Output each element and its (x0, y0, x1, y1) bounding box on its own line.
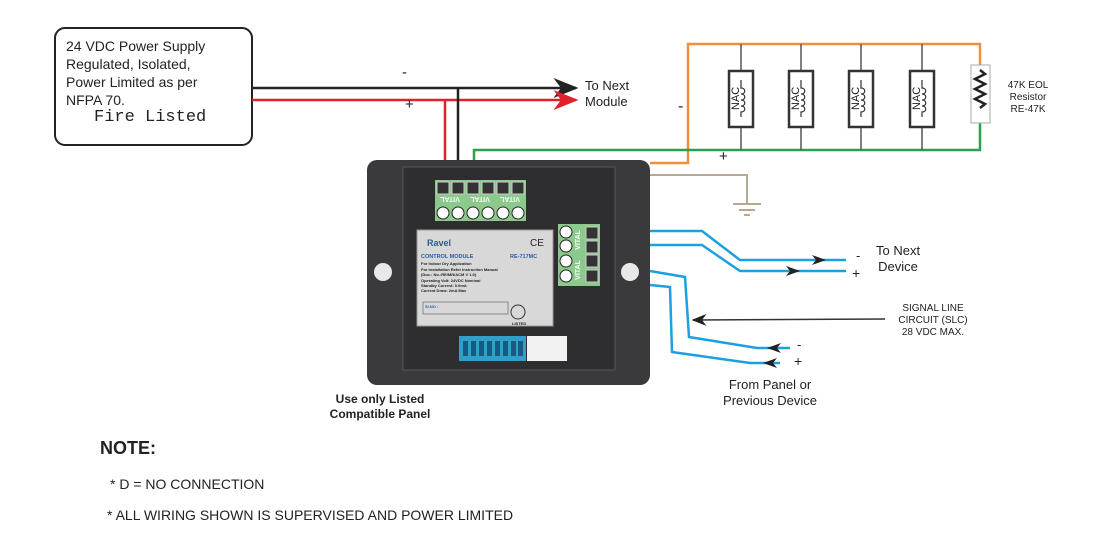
coil-icon (740, 80, 927, 117)
ground-icon (733, 203, 761, 216)
to-next-module-line: Module (585, 94, 628, 109)
note-item: * ALL WIRING SHOWN IS SUPERVISED AND POW… (107, 507, 514, 523)
negative-label: - (402, 64, 407, 81)
from-panel-line: From Panel or (728, 377, 812, 392)
module-title: CONTROL MODULE (421, 254, 474, 260)
nac-label: NAC (730, 87, 742, 110)
nac-positive-label: + (719, 148, 728, 165)
terminal-label: VITAL (575, 229, 582, 249)
resistor-icon (972, 69, 988, 109)
to-next-module-line: To Next (585, 78, 630, 93)
positive-label: + (405, 96, 414, 113)
power-supply-line: Regulated, Isolated, (66, 56, 191, 72)
slc-line: CIRCUIT (SLC) (898, 315, 968, 326)
terminal-label: VITAL (575, 259, 582, 279)
eol-line: 47K EOL (1007, 80, 1049, 91)
nac-label: NAC (911, 87, 923, 110)
fire-listed-label: Fire Listed (94, 108, 207, 127)
from-panel-label: From Panel or Previous Device (710, 377, 830, 409)
slc-in-positive-wire (649, 283, 780, 365)
panel-note: Use only Listed Compatible Panel (310, 392, 450, 422)
ground-wire (650, 174, 748, 204)
eol-resistor-label: 47K EOL Resistor RE-47K (998, 80, 1058, 116)
nac-label: NAC (850, 87, 862, 110)
arrow-icon (812, 255, 826, 265)
module-model: RE-717MC (510, 254, 537, 260)
serial-number: Sl.NO : (425, 304, 438, 309)
slc-line: SIGNAL LINE (902, 303, 964, 314)
panel-note-line: Use only Listed (335, 392, 425, 406)
slc-label: SIGNAL LINE CIRCUIT (SLC) 28 VDC MAX. (888, 303, 978, 339)
nac-negative-wire (650, 42, 982, 165)
from-panel-line: Previous Device (723, 393, 817, 408)
ul-logo-icon (510, 304, 526, 320)
module-spec: Operating Volt: 24VDC Nominal (421, 278, 481, 283)
power-supply-line: Power Limited as per (66, 74, 198, 90)
module-spec: Standby Current: 0.6mA (421, 283, 467, 288)
terminal-label: VITAL (469, 195, 489, 202)
mounting-hole (374, 263, 392, 281)
panel-note-line: Compatible Panel (329, 407, 431, 421)
device-positive-label: + (852, 265, 861, 281)
module-spec: For Indoor Dry Application (421, 261, 472, 266)
terminal-label: VITAL (499, 195, 519, 202)
note-item: * D = NO CONNECTION (110, 476, 265, 492)
module-spec: Current Draw: 2mA Max (421, 288, 467, 293)
nac-label: NAC (790, 87, 802, 110)
slc-out-negative-wire (650, 229, 846, 262)
terminal-label: VITAL (439, 195, 459, 202)
panel-negative-label: - (797, 337, 802, 352)
device-negative-label: - (856, 248, 861, 263)
module-spec: (Doc.: No.:RE/MN/ACM V 1.0) (421, 272, 477, 277)
nac-device (727, 69, 755, 129)
panel-positive-label: + (794, 353, 803, 369)
nac-negative-label: - (678, 98, 684, 115)
to-next-device-line: To Next (876, 243, 921, 258)
power-supply-box (54, 27, 253, 146)
to-next-device-line: Device (878, 259, 918, 274)
note-title: NOTE: (100, 438, 156, 458)
nac-positive-wire (472, 123, 982, 162)
power-supply-line: 24 VDC Power Supply (66, 38, 206, 54)
slc-line: 28 VDC MAX. (901, 327, 965, 338)
side-terminal-block: VITAL VITAL (558, 224, 600, 286)
to-next-module-label: To Next Module (585, 78, 629, 110)
ce-mark: CE (530, 238, 544, 249)
top-terminal-block: VITAL VITAL VITAL (435, 180, 526, 221)
arrow-icon (786, 266, 800, 276)
arrow-icon (767, 343, 781, 353)
label-plate (416, 229, 554, 327)
arrow-icon (763, 358, 777, 368)
slc-pointer-arrow (691, 313, 886, 326)
mounting-hole (621, 263, 639, 281)
to-next-device-label: To Next Device (876, 243, 920, 275)
module-spec: For Installation Refer Instruction Manua… (421, 267, 498, 272)
eol-line: RE-47K (1010, 104, 1046, 115)
address-dip-switch[interactable] (459, 336, 567, 361)
brand-logo: Ravel (427, 238, 451, 248)
eol-line: Resistor (1009, 92, 1047, 103)
power-supply-text: 24 VDC Power Supply Regulated, Isolated,… (66, 37, 206, 127)
nac-device (787, 69, 815, 129)
ul-listed-mark: LISTED (512, 321, 526, 326)
power-supply-line: NFPA 70. (66, 92, 125, 108)
